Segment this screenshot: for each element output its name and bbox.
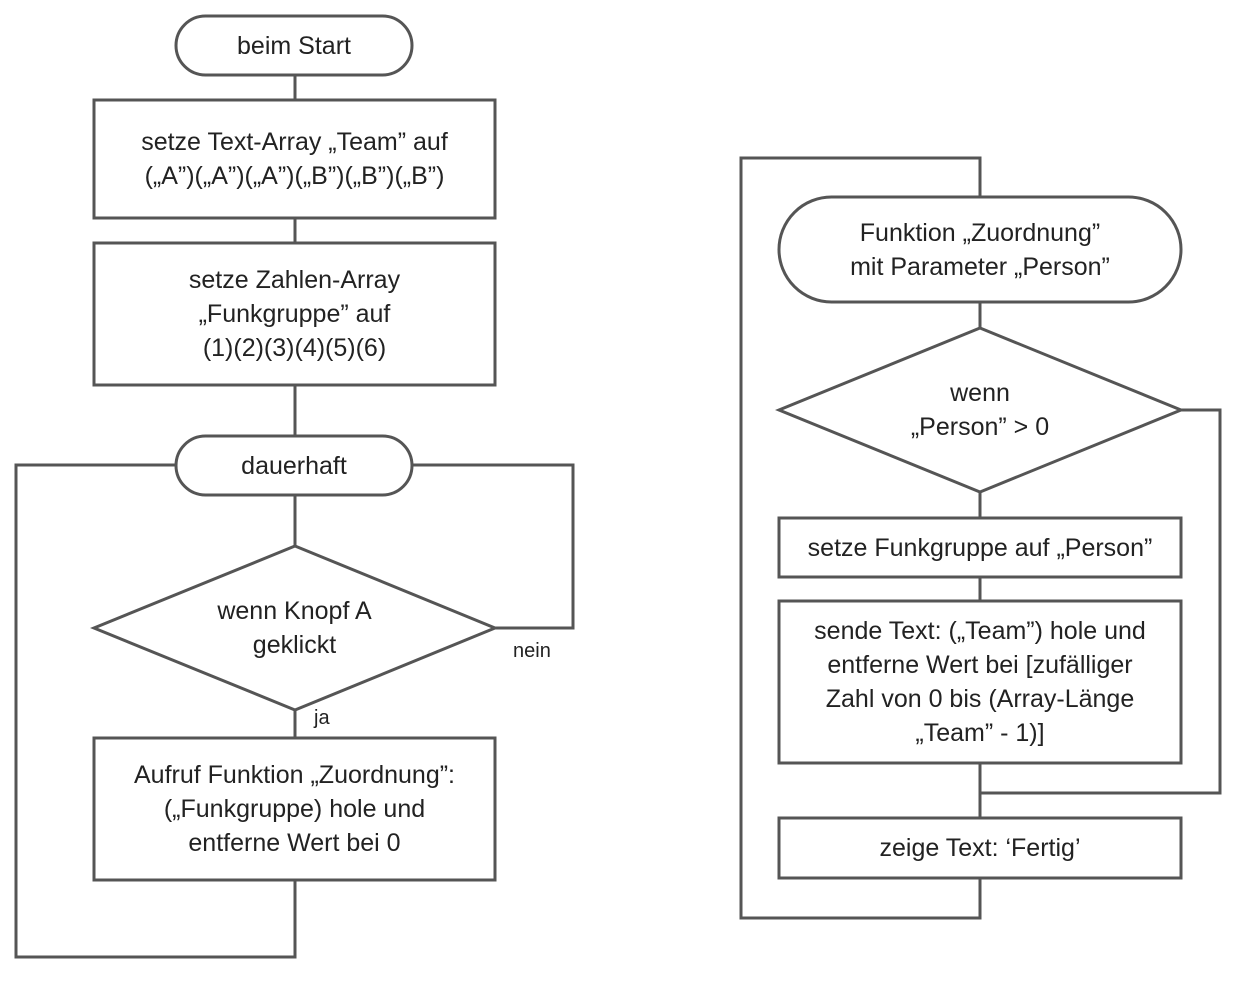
start-label: beim Start — [237, 31, 351, 60]
button-a-decision — [90, 544, 499, 712]
show-text-label: zeige Text: ‘Fertig’ — [879, 834, 1081, 862]
no-label: nein — [513, 640, 551, 662]
function-label: Funktion „Zuordnung” mit Parameter „Pers… — [850, 218, 1110, 281]
else-branch-line — [980, 408, 1222, 795]
show-text-box — [777, 816, 1183, 880]
forever-label: dauerhaft — [241, 451, 347, 480]
start-terminal — [174, 14, 414, 77]
set-group-box — [777, 516, 1183, 579]
button-a-decision-label: wenn Knopf A geklickt — [217, 597, 372, 659]
send-text-label: sende Text: („Team”) hole und entferne W… — [814, 617, 1146, 747]
forever-terminal — [174, 434, 414, 497]
person-decision — [775, 326, 1185, 494]
set-group-label: setze Funkgruppe auf „Person” — [807, 533, 1153, 562]
function-terminal — [777, 195, 1183, 304]
person-decision-label: wenn „Person” > 0 — [910, 379, 1050, 441]
send-text-box — [777, 599, 1183, 765]
no-branch-line — [413, 463, 575, 630]
call-function-label: Aufruf Funktion „Zuordnung”: („Funkgrupp… — [134, 761, 455, 857]
set-funkgruppe-label: setze Zahlen-Array „Funkgruppe” auf (1)(… — [188, 266, 401, 362]
loop-back-line — [14, 463, 297, 959]
set-funkgruppe-box — [92, 241, 497, 387]
function-return-line — [739, 156, 982, 920]
call-function-box — [92, 736, 497, 882]
yes-label: ja — [314, 707, 330, 729]
set-team-label: setze Text-Array „Team” auf („A”)(„A”)(„… — [141, 128, 448, 190]
set-team-box — [92, 98, 497, 220]
